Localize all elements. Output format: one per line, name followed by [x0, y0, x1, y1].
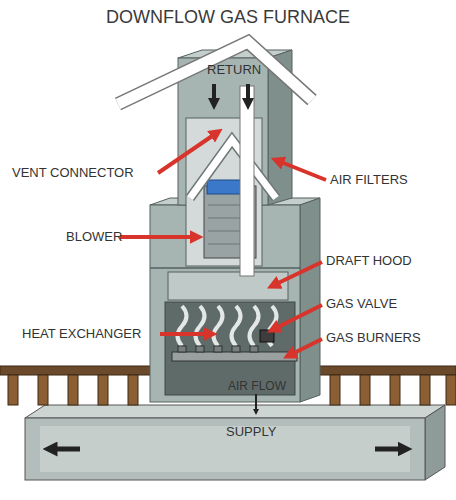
vent-connector [118, 42, 312, 104]
floor-board [300, 366, 456, 375]
supply-arrow [375, 447, 405, 452]
heat-exchanger-tube [250, 306, 259, 346]
cabinet-side [300, 198, 320, 402]
floor-joist [98, 375, 108, 405]
floor-joist [8, 375, 18, 405]
floor-joist [446, 375, 456, 405]
floor-joist [38, 375, 48, 405]
leader-line [120, 235, 198, 239]
flow-label: SUPPLY [226, 425, 276, 439]
part-label: DRAFT HOOD [326, 254, 412, 268]
leader-line [272, 305, 322, 330]
air-filter-outline [190, 140, 276, 198]
floor-joist [128, 375, 138, 405]
floor-joist [390, 375, 400, 405]
part-label: VENT CONNECTOR [12, 166, 134, 180]
heat-exchanger-tube [178, 306, 187, 346]
leader-line [272, 262, 322, 286]
supply-arrow [50, 447, 80, 452]
burner-compartment [165, 302, 295, 395]
return-arrow [212, 84, 216, 104]
leader-line [288, 339, 322, 356]
vent-connector-outline [118, 42, 312, 104]
supply-duct-top [25, 405, 445, 418]
gas-burner [232, 346, 240, 352]
gas-manifold [172, 352, 297, 361]
gas-valve [260, 330, 274, 342]
part-label: HEAT EXCHANGER [22, 327, 141, 341]
airflow-arrow [255, 394, 257, 412]
return-arrow [246, 84, 250, 104]
part-label: RETURN [207, 63, 261, 77]
heat-exchanger-tube [196, 306, 205, 346]
gas-burner [214, 346, 222, 352]
supply-duct-side [425, 405, 445, 480]
gas-burner [250, 346, 258, 352]
leader-line [158, 132, 218, 173]
floor-joist [330, 375, 340, 405]
gas-burner [196, 346, 204, 352]
floor-joist [420, 375, 430, 405]
flow-label: AIR FLOW [228, 380, 286, 393]
supply-duct-interior [40, 426, 410, 472]
floor-board [0, 366, 160, 375]
part-label: GAS BURNERS [326, 331, 421, 345]
part-label: GAS VALVE [326, 297, 397, 311]
air-filter [190, 140, 276, 198]
floor-joist [68, 375, 78, 405]
heat-exchanger-tube [232, 306, 241, 346]
draft-hood [168, 272, 288, 300]
floor-joist [360, 375, 370, 405]
leader-line [276, 160, 326, 180]
part-label: AIR FILTERS [330, 173, 408, 187]
panel-seam [150, 267, 300, 269]
part-label: BLOWER [66, 230, 122, 244]
vent-pipe [240, 86, 254, 276]
heat-exchanger-tube [214, 306, 223, 346]
supply-duct-front [25, 418, 425, 480]
gas-burner [178, 346, 186, 352]
diagram-title: DOWNFLOW GAS FURNACE [0, 8, 456, 28]
leader-line [160, 332, 212, 336]
